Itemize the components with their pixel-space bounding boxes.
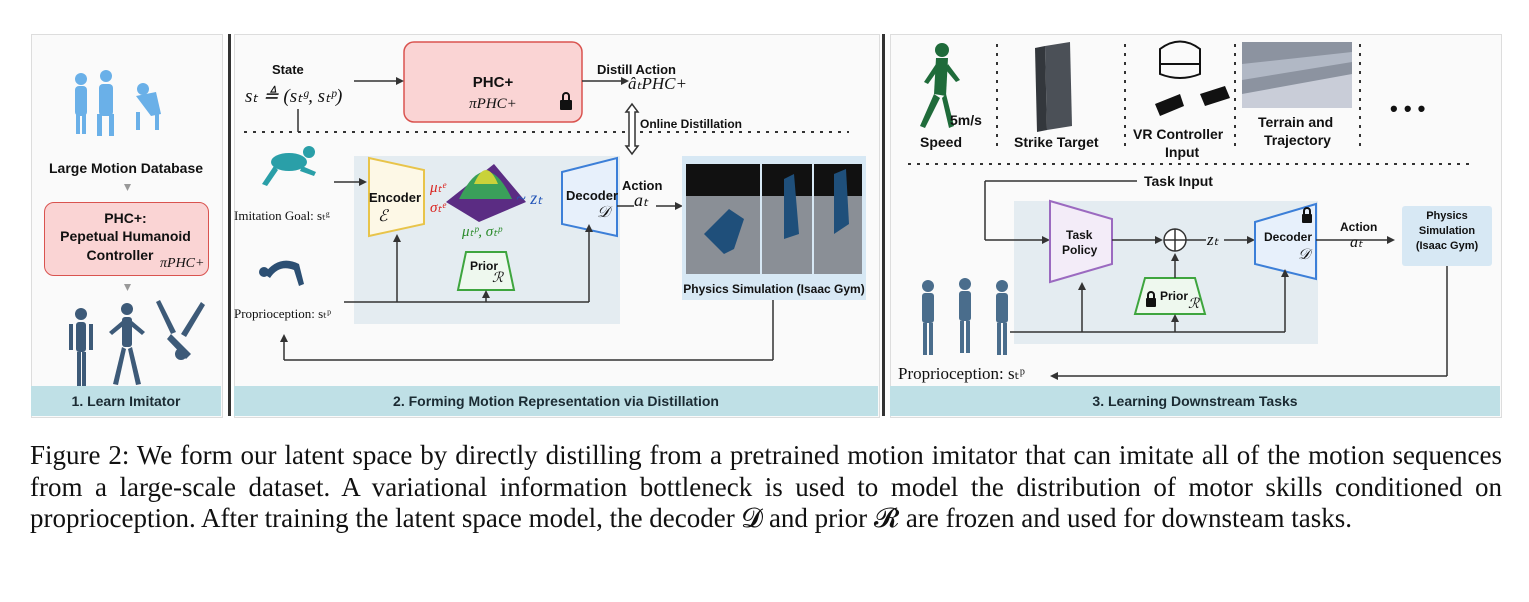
phc-symbol: πPHC+	[160, 256, 205, 271]
phc-box-symbol: πPHC+	[469, 96, 517, 112]
motion-database-figures-icon	[75, 70, 161, 136]
gaussian-distribution-icon	[446, 164, 526, 222]
phc-box-title: PHC+	[472, 74, 514, 91]
terrain-image	[1242, 42, 1352, 108]
terrain-label-2: Trajectory	[1264, 132, 1331, 148]
panel1-graphics	[69, 70, 205, 386]
action-symbol: aₜ	[634, 190, 649, 210]
panel1-footer: 1. Learn Imitator	[31, 386, 221, 416]
prior3-label: Prior	[1160, 289, 1189, 303]
robot-group-icon	[922, 278, 1008, 355]
phc-title: PHC+:	[104, 210, 147, 226]
vr-headset-icon	[1159, 40, 1201, 79]
phc-line3: Controller	[86, 247, 154, 263]
phc-line2: Pepetual Humanoid	[60, 228, 191, 244]
encoder-symbol: ℰ	[378, 208, 388, 225]
separator-1	[228, 34, 231, 416]
decoder-lock-icon	[1302, 207, 1312, 223]
phc-controller-box	[44, 202, 209, 276]
encoder-label: Encoder	[369, 190, 422, 205]
proprioception3-label: Proprioception: sₜᵖ	[898, 364, 1025, 383]
prior-symbol: ℛ	[492, 271, 504, 286]
vr-label-1: VR Controller	[1133, 126, 1224, 142]
task-policy-1: Task	[1066, 228, 1093, 242]
imitation-goal-label: Imitation Goal: sₜᵍ	[234, 208, 330, 223]
action3-label: Action	[1340, 220, 1378, 234]
prior-label: Prior	[470, 259, 499, 273]
physics-simulation-image	[686, 164, 862, 274]
z-symbol: zₜ	[1207, 230, 1219, 249]
decoder3-symbol: 𝒟	[1298, 247, 1310, 263]
sigma-e: σₜᵉ	[430, 200, 446, 216]
terrain-label-1: Terrain and	[1258, 114, 1334, 130]
proprioception-figure-icon	[259, 260, 304, 286]
more-tasks: • • •	[1390, 96, 1426, 121]
prior3-symbol: ℛ	[1188, 297, 1200, 312]
panel2-graphics	[244, 41, 866, 361]
decoder-symbol: 𝒟	[597, 204, 610, 221]
lock-icon	[560, 92, 572, 110]
physics3-2: Simulation	[1418, 225, 1476, 237]
panel2-footer: 2. Forming Motion Representation via Dis…	[234, 386, 878, 416]
task-input-label: Task Input	[1144, 173, 1213, 189]
state-equation: sₜ ≜ (sₜᵍ, sₜᵖ)	[245, 86, 343, 107]
vr-controller-icon	[1155, 86, 1230, 116]
z-t: ~ zₜ	[516, 188, 543, 208]
running-figure-icon	[920, 43, 960, 128]
physics3-1: Physics	[1426, 210, 1468, 222]
imitation-goal-figure-icon	[262, 146, 316, 186]
figure-caption: Figure 2: We form our latent space by di…	[30, 440, 1502, 534]
strike-target-icon	[1035, 42, 1072, 132]
action-label: Action	[622, 178, 663, 193]
humanoid-robots-icon	[69, 300, 205, 386]
online-distillation-label: Online Distillation	[640, 117, 743, 131]
mu-e: μₜᵉ	[430, 180, 446, 196]
physics3-3: (Isaac Gym)	[1415, 240, 1479, 252]
strike-label: Strike Target	[1014, 134, 1099, 150]
speed-label: Speed	[920, 134, 963, 150]
separator-2	[882, 34, 885, 416]
decoder3-label: Decoder	[1264, 230, 1313, 244]
decoder-label: Decoder	[566, 188, 619, 203]
physics-sim-label: Physics Simulation (Isaac Gym)	[683, 282, 865, 296]
prior-lock-icon	[1146, 291, 1156, 307]
database-label: Large Motion Database	[48, 160, 204, 176]
state-label: State	[272, 62, 304, 77]
panel3-graphics	[908, 40, 1492, 380]
mu-sigma-p: μₜᵖ, σₜᵖ	[462, 224, 502, 240]
panel3-footer: 3. Learning Downstream Tasks	[890, 386, 1500, 416]
proprioception-label: Proprioception: sₜᵖ	[234, 306, 332, 321]
distill-action-label: Distill Action	[597, 62, 676, 77]
vr-label-2: Input	[1165, 144, 1200, 160]
distill-action-symbol: âₜPHC+	[628, 74, 687, 93]
action3-symbol: aₜ	[1350, 234, 1363, 251]
task-policy-2: Policy	[1062, 243, 1098, 257]
speed-value: 5m/s	[950, 112, 982, 128]
